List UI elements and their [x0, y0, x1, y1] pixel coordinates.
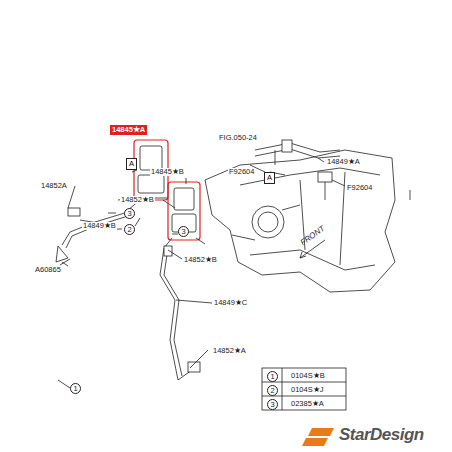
part-number: 14852★A	[212, 347, 247, 355]
watermark: StarDesign	[338, 426, 425, 443]
callout-number: 1	[267, 371, 278, 382]
reference-box: A	[126, 158, 137, 170]
part-number: 14849★A	[326, 158, 361, 166]
callout-number: 3	[178, 226, 189, 237]
callout-number: 2	[124, 224, 135, 235]
callout-number: 2	[267, 385, 278, 396]
part-number: 0104S★J	[290, 386, 324, 394]
reference-letter: A	[129, 159, 134, 168]
part-number: 14845★B	[150, 168, 185, 176]
part-number: F92604	[346, 184, 373, 192]
callout-number: 1	[70, 383, 81, 394]
part-number: 14849★B	[82, 222, 117, 230]
part-number: 0104S★B	[290, 372, 326, 380]
reference-letter: A	[267, 173, 272, 182]
part-number: 14852A	[40, 182, 68, 190]
part-number: A60865	[34, 266, 62, 274]
part-number: F92604	[228, 168, 255, 176]
callout-number: 3	[267, 399, 278, 410]
part-number: FIG.050-24	[218, 134, 258, 142]
reference-box: A	[264, 172, 275, 184]
callout-number: 3	[124, 208, 135, 219]
highlighted-part-number: 14845★A	[110, 125, 147, 135]
part-number: 14852★B	[120, 196, 155, 204]
part-number: 14852★B	[183, 256, 218, 264]
part-number: 02385★A	[290, 400, 325, 408]
part-number: 14849★C	[213, 299, 248, 307]
